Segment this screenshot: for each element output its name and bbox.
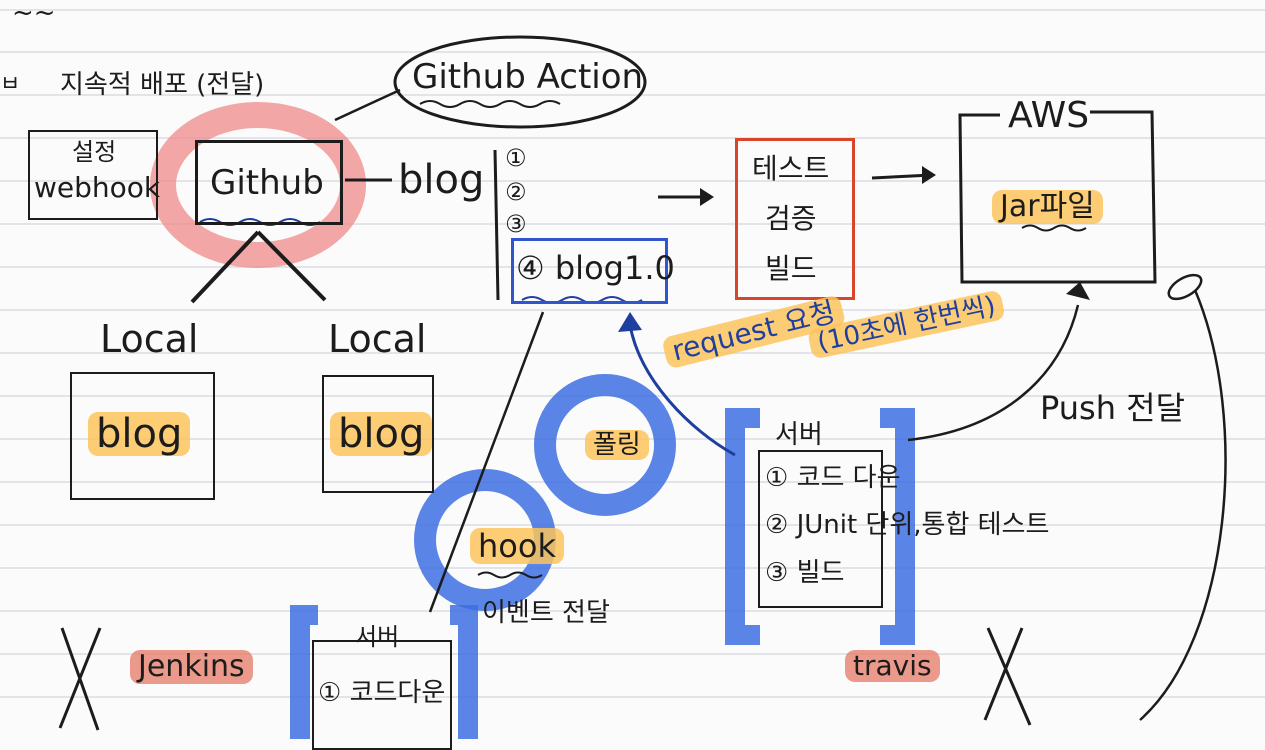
aws-label: AWS bbox=[1008, 95, 1090, 136]
github-action-bubble bbox=[393, 35, 647, 129]
right-server-box bbox=[758, 450, 883, 608]
hook-label: hook bbox=[470, 528, 564, 564]
side-fragment: ㅂ bbox=[0, 72, 21, 97]
test-line-2: 검증 bbox=[765, 202, 817, 235]
travis-label: travis bbox=[845, 650, 940, 682]
left-server-title: 서버 bbox=[355, 623, 400, 651]
branch-item-3: ③ bbox=[505, 210, 527, 238]
github-box bbox=[195, 140, 343, 225]
branch-item-4: ④ blog1.0 bbox=[516, 249, 675, 287]
github-action-label: Github Action bbox=[412, 57, 644, 97]
jar-file-label: Jar파일 bbox=[992, 190, 1103, 224]
polling-label: 폴링 bbox=[585, 430, 649, 460]
left-server-marker bbox=[290, 605, 478, 739]
webhook-label: webhook bbox=[34, 171, 161, 204]
blog-branch-label: blog bbox=[398, 157, 485, 203]
event-note: 이벤트 전달 bbox=[482, 598, 610, 628]
local-repo-2: blog bbox=[330, 412, 433, 456]
test-line-3: 빌드 bbox=[765, 252, 817, 285]
left-server-step-1: ① 코드다운 bbox=[318, 678, 446, 708]
continuous-deploy-label: 지속적 배포 (전달) bbox=[60, 70, 265, 100]
branch-item-2: ② bbox=[505, 178, 527, 206]
push-arrow bbox=[907, 304, 1080, 442]
settings-label: 설정 bbox=[72, 138, 117, 166]
local-label-1: Local bbox=[100, 317, 199, 361]
x-mark-left bbox=[58, 627, 102, 731]
local-repo-box-2 bbox=[322, 375, 434, 493]
right-server-step-2: ② JUnit 단위,통합 테스트 bbox=[765, 510, 1050, 540]
local-label-2: Local bbox=[328, 317, 427, 361]
aws-box bbox=[958, 110, 1157, 284]
polling-blue-circle bbox=[534, 374, 676, 516]
right-server-marker bbox=[725, 408, 915, 645]
github-pink-circle bbox=[150, 102, 366, 268]
x-mark-right bbox=[983, 627, 1032, 726]
test-box bbox=[735, 138, 855, 300]
test-line-1: 테스트 bbox=[752, 152, 830, 185]
branch-item-1: ① bbox=[505, 144, 527, 172]
top-left-fragment: ~~ bbox=[12, 0, 56, 28]
push-note: Push 전달 bbox=[1040, 389, 1186, 427]
github-label: Github bbox=[210, 163, 324, 203]
right-server-step-3: ③ 빌드 bbox=[765, 558, 845, 588]
local-repo-box-1 bbox=[70, 372, 215, 500]
request-arrow bbox=[628, 324, 736, 457]
local-repo-1: blog bbox=[88, 412, 191, 456]
webhook-settings-box bbox=[28, 130, 158, 220]
jenkins-label: Jenkins bbox=[130, 650, 253, 684]
right-server-title: 서버 bbox=[775, 420, 823, 450]
right-server-step-1: ① 코드 다운 bbox=[765, 463, 901, 493]
blog-1-0-blue-box bbox=[511, 238, 668, 304]
